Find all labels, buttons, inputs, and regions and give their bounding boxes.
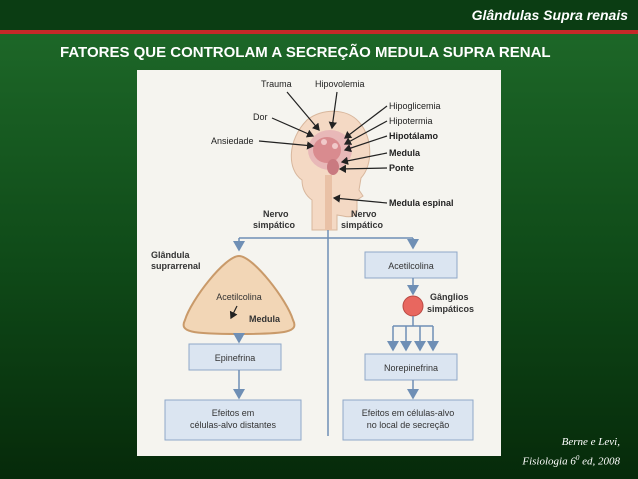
nerve-right-line1: Nervo [351, 209, 377, 219]
nerve-left-line1: Nervo [263, 209, 289, 219]
acetilcolina-label: Acetilcolina [388, 261, 434, 271]
label-hipotalamo: Hipotálamo [389, 131, 439, 141]
gland-acetilcolina: Acetilcolina [216, 292, 262, 302]
citation-sup: 0 [575, 454, 580, 462]
gland-medula: Medula [249, 314, 281, 324]
label-medula-espinal: Medula espinal [389, 198, 454, 208]
citation-line1: Berne e Levi, [561, 436, 620, 448]
distant-effects-line2: células-alvo distantes [190, 420, 277, 430]
norepinefrina-label: Norepinefrina [384, 363, 438, 373]
diagram-figure: Trauma Hipovolemia Dor Ansiedade Hipogli… [137, 70, 501, 456]
epinefrina-label: Epinefrina [215, 353, 256, 363]
epinefrina-box [188, 343, 282, 371]
citation-line2: Fisiologia 60 ed, 2008 [522, 450, 620, 470]
label-ponte: Ponte [389, 163, 414, 173]
nerve-left-line2: simpático [253, 220, 296, 230]
header-bar: Glândulas Supra renais [0, 0, 638, 30]
label-hipovolemia: Hipovolemia [315, 79, 365, 89]
label-dor: Dor [253, 112, 268, 122]
gland-label-line1: Glândula [151, 250, 190, 260]
label-trauma: Trauma [261, 79, 292, 89]
label-medula: Medula [389, 148, 421, 158]
local-effects-box [342, 399, 474, 441]
gland-label-line2: suprarrenal [151, 261, 201, 271]
slide-title: FATORES QUE CONTROLAM A SECREÇÃO MEDULA … [60, 44, 551, 61]
ganglion-circle [402, 295, 424, 317]
local-effects-line2: no local de secreção [367, 420, 450, 430]
distant-effects-line1: Efeitos em [212, 408, 255, 418]
header-title: Glândulas Supra renais [471, 7, 628, 23]
citation-book: Fisiologia 6 [522, 455, 576, 468]
label-hipotermia: Hipotermia [389, 116, 433, 126]
distant-effects-box [164, 399, 302, 441]
citation-edition: ed, 2008 [579, 455, 620, 468]
label-hipoglicemia: Hipoglicemia [389, 101, 441, 111]
ganglia-label-line1: Gânglios [430, 292, 469, 302]
citation: Berne e Levi, Fisiologia 60 ed, 2008 [522, 434, 620, 470]
ganglia-label-line2: simpáticos [427, 304, 474, 314]
acetilcolina-box [364, 251, 458, 279]
local-effects-line1: Efeitos em células-alvo [362, 408, 455, 418]
nerve-right-line2: simpático [341, 220, 384, 230]
norepinefrina-box [364, 353, 458, 381]
label-ansiedade: Ansiedade [211, 136, 254, 146]
accent-divider [0, 30, 638, 34]
